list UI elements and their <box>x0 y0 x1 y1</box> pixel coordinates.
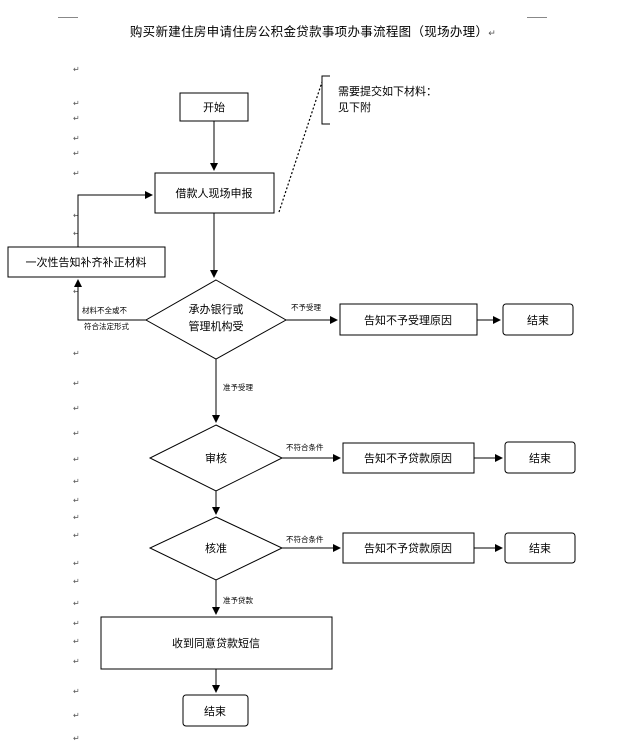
start-label: 开始 <box>203 100 225 114</box>
end-node-final <box>182 694 249 727</box>
paragraph-mark: ↵ <box>73 149 80 158</box>
edge-label-loan-granted: 准予贷款 <box>223 595 253 605</box>
supplement-node <box>7 246 166 278</box>
sms-node <box>100 616 333 670</box>
note-connector-line <box>278 81 323 213</box>
paragraph-mark: ↵ <box>73 169 80 178</box>
page-corner-mark-right <box>527 17 547 18</box>
accept-label-2: 管理机构受 <box>189 319 244 333</box>
edge-label-not-eligible-2: 不符合条件 <box>286 534 324 544</box>
edge-label-incomplete-1: 材料不全或不 <box>82 305 127 315</box>
paragraph-mark: ↵ <box>73 599 80 608</box>
paragraph-mark: ↵ <box>73 637 80 646</box>
end-node-3 <box>504 532 576 564</box>
end-final-label: 结束 <box>204 705 226 718</box>
reject-loan-node-1 <box>342 442 475 474</box>
paragraph-mark: ↵ <box>73 404 80 413</box>
end-1-label: 结束 <box>527 314 549 327</box>
review-label: 审核 <box>205 451 227 465</box>
paragraph-mark: ↵ <box>73 496 80 505</box>
page-corner-mark-left <box>58 17 78 18</box>
edge-label-not-accepted: 不予受理 <box>291 302 321 312</box>
paragraph-mark: ↵ <box>73 531 80 540</box>
paragraph-mark: ↵ <box>73 99 80 108</box>
end-node-2 <box>504 441 576 474</box>
paragraph-mark: ↵ <box>73 349 80 358</box>
paragraph-mark: ↵ <box>73 734 80 743</box>
end-3-label: 结束 <box>529 542 551 555</box>
paragraph-mark: ↵ <box>73 711 80 720</box>
edge-supplement-report <box>77 191 153 247</box>
paragraph-mark: ↵ <box>73 114 80 123</box>
note-line-2: 见下附 <box>338 100 371 114</box>
paragraph-mark: ↵ <box>73 577 80 586</box>
reject-loan-node-2 <box>342 532 475 564</box>
edge-label-not-eligible-1: 不符合条件 <box>286 442 324 452</box>
paragraph-mark: ↵ <box>73 657 80 666</box>
title-paragraph-mark: ↵ <box>488 29 497 39</box>
paragraph-mark: ↵ <box>73 134 80 143</box>
paragraph-mark: ↵ <box>73 287 80 296</box>
end-node-1 <box>502 303 574 336</box>
title-text: 购买新建住房申请住房公积金贷款事项办事流程图（现场办理） <box>129 24 489 39</box>
paragraph-mark: ↵ <box>73 477 80 486</box>
sms-label: 收到同意贷款短信 <box>172 636 260 650</box>
paragraph-mark: ↵ <box>73 65 80 74</box>
note-bracket <box>321 75 330 125</box>
paragraph-mark: ↵ <box>73 559 80 568</box>
paragraph-mark: ↵ <box>73 379 80 388</box>
reject-loan-1-label: 告知不予贷款原因 <box>364 451 452 465</box>
paragraph-mark: ↵ <box>73 455 80 464</box>
reject-loan-2-label: 告知不予贷款原因 <box>364 541 452 555</box>
approve-label: 核准 <box>205 541 227 555</box>
report-node <box>154 172 275 214</box>
paragraph-mark: ↵ <box>73 619 80 628</box>
edge-label-incomplete-2: 符合法定形式 <box>84 321 129 331</box>
reject-accept-node <box>339 303 478 336</box>
reject-accept-label: 告知不予受理原因 <box>364 313 452 327</box>
report-label: 借款人现场申报 <box>176 186 253 200</box>
note-line-1: 需要提交如下材料： <box>338 84 437 98</box>
paragraph-mark: ↵ <box>73 513 80 522</box>
paragraph-mark: ↵ <box>73 229 80 238</box>
paragraph-mark: ↵ <box>73 211 80 220</box>
supplement-label: 一次性告知补齐补正材料 <box>26 255 147 269</box>
page-title: 购买新建住房申请住房公积金贷款事项办事流程图（现场办理）↵ <box>0 21 626 40</box>
start-node <box>179 92 249 122</box>
end-2-label: 结束 <box>529 452 551 465</box>
paragraph-mark: ↵ <box>73 687 80 696</box>
edge-accept-supplement <box>74 279 146 321</box>
edge-label-accepted: 准予受理 <box>223 382 253 392</box>
accept-label-1: 承办银行或 <box>189 302 244 316</box>
paragraph-mark: ↵ <box>73 429 80 438</box>
